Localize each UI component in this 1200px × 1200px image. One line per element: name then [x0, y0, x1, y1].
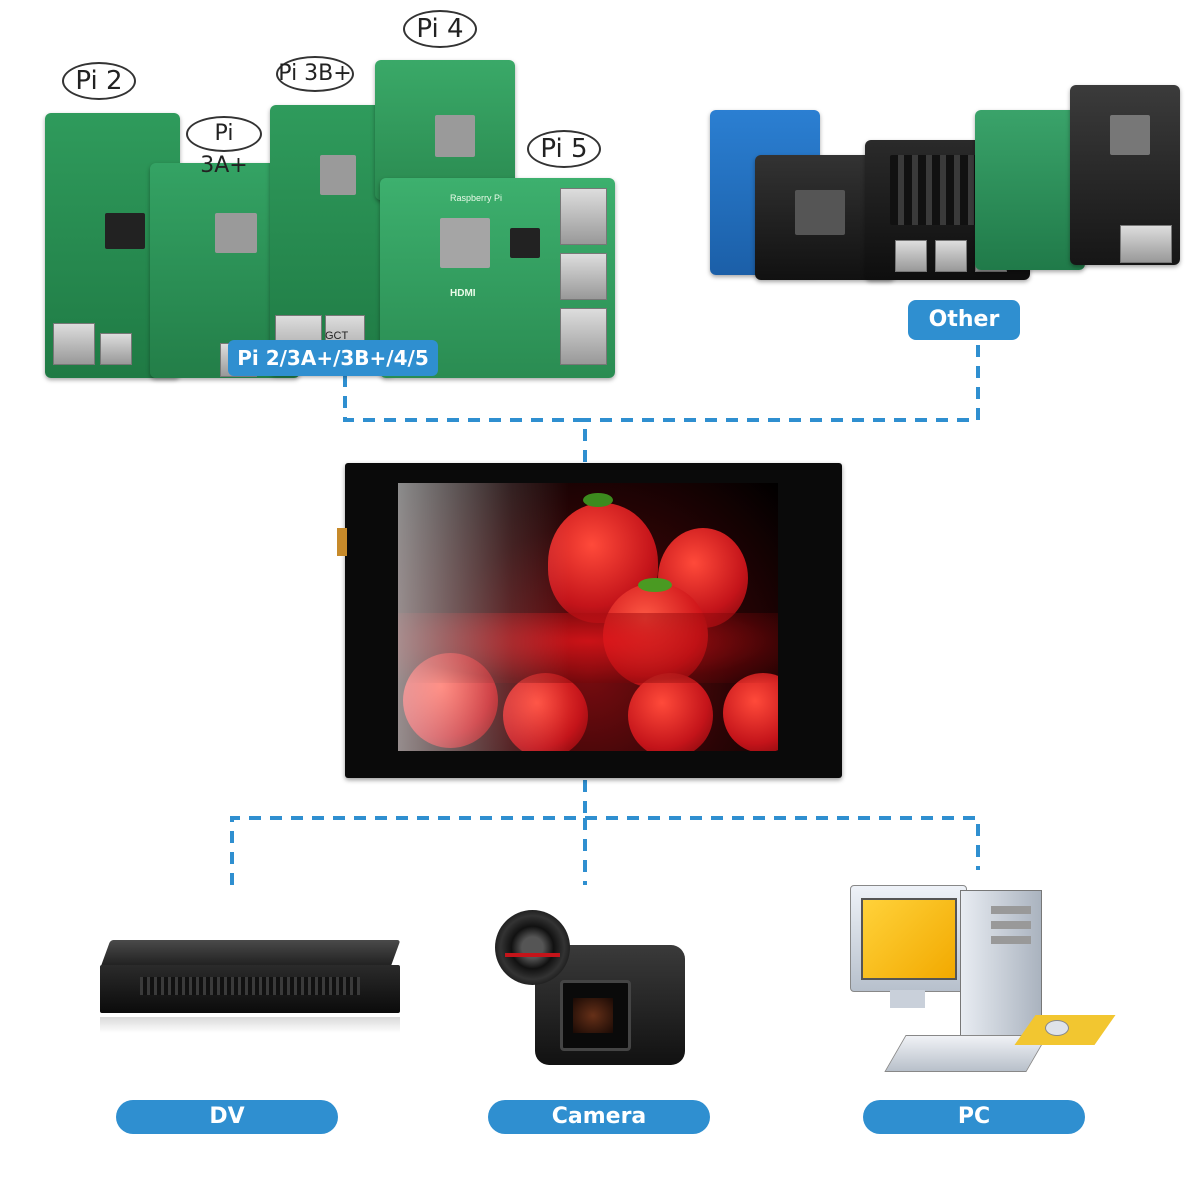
other-pill: Other: [908, 300, 1020, 340]
connector-pi-to-display: [343, 375, 587, 462]
camera-pill: Camera: [488, 1100, 710, 1134]
pc-monitor: [850, 885, 967, 992]
pc-mouse: [1045, 1020, 1069, 1036]
other-boards: [705, 85, 1185, 285]
pi4-label: Pi 4: [403, 10, 477, 48]
pi-group-pill: Pi 2/3A+/3B+/4/5: [228, 340, 438, 376]
screen-glare: [398, 483, 778, 751]
pi2-label: Pi 2: [62, 62, 136, 100]
hdmi-label: HDMI: [450, 288, 476, 299]
green-board-right: [975, 110, 1085, 270]
dslr-camera: [495, 905, 690, 1070]
rpi-brand-label: Raspberry Pi: [450, 193, 503, 203]
pi5-board: Raspberry Pi HDMI: [380, 178, 615, 378]
pi3b-label: Pi 3B+: [276, 56, 354, 92]
desktop-computer: [850, 885, 1120, 1080]
display-screen: [398, 483, 778, 751]
display-flex-cable: [337, 528, 347, 556]
touch-display: [337, 463, 842, 778]
pc-tower: [960, 890, 1042, 1042]
dark-board-right: [1070, 85, 1180, 265]
dv-recorder: [95, 935, 405, 1045]
connector-other-to-display: [585, 345, 980, 422]
raspberry-pi-boards: GCT Raspberry Pi HDMI: [40, 55, 620, 378]
pi3a-label: Pi 3A+: [186, 116, 262, 178]
connector-dv: [230, 816, 980, 885]
gct-label: GCT: [325, 330, 349, 342]
pi4-board: [375, 60, 515, 200]
pi5-label: Pi 5: [527, 130, 601, 168]
pc-pill: PC: [863, 1100, 1085, 1134]
dv-pill: DV: [116, 1100, 338, 1134]
